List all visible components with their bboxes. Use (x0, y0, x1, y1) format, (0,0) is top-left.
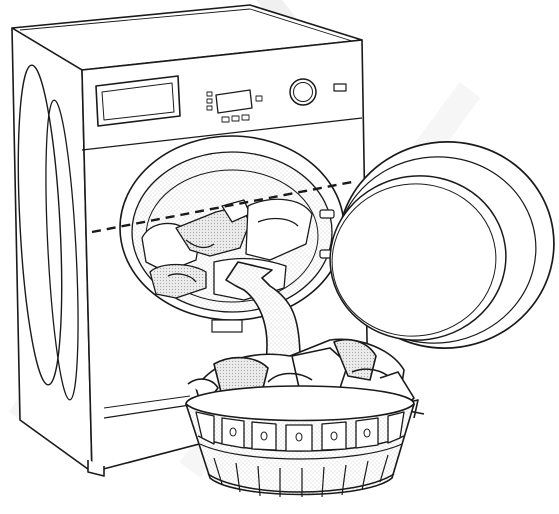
program-dial-icon (290, 79, 316, 105)
dryer-side-panel (12, 28, 92, 472)
lint-filter-slot (212, 320, 242, 332)
laundry-basket-icon (186, 339, 424, 497)
